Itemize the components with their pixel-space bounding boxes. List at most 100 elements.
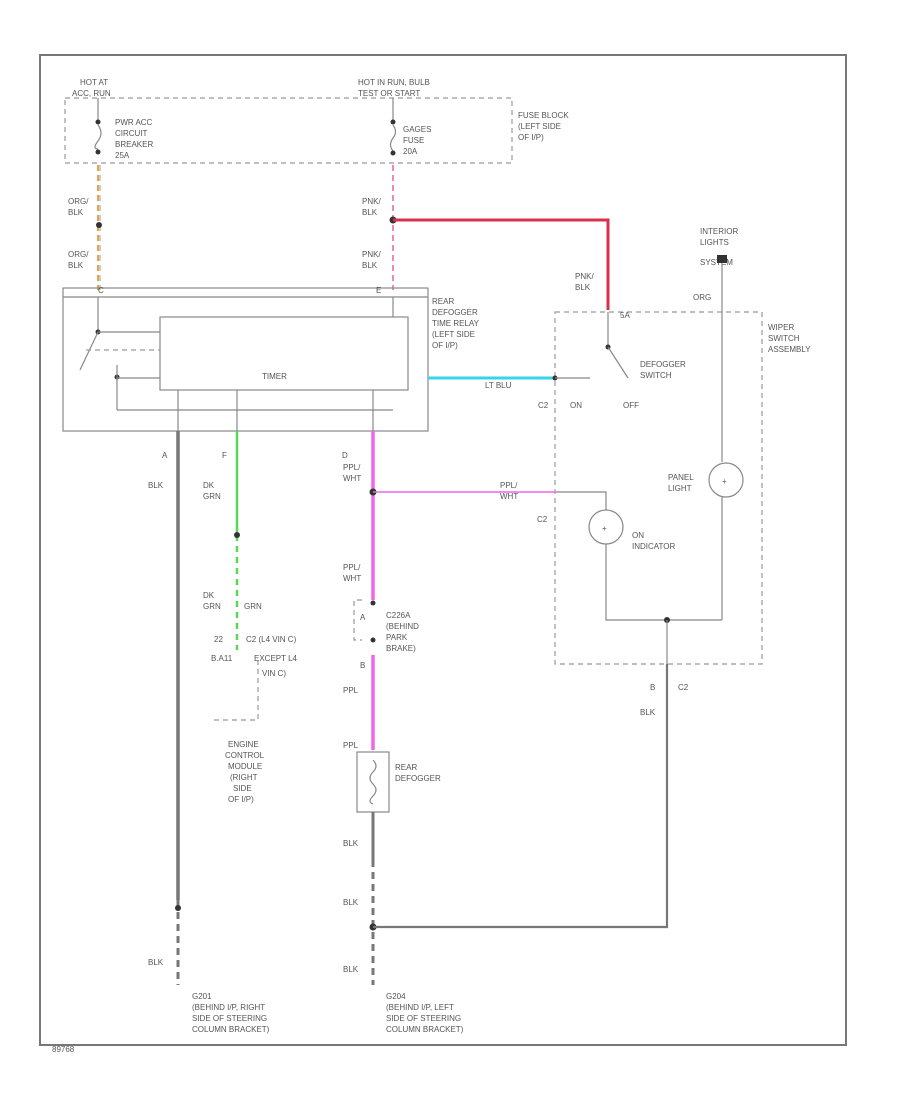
hot-in-run-label-2: TEST OR START [358,89,420,98]
dk-grn-2-bottom: GRN [203,602,221,611]
relay-label-3: TIME RELAY [432,319,480,328]
ecm-c2-2: EXCEPT L4 [254,654,298,663]
ecm-label-6: OF I/P) [228,795,254,804]
relay-label-5: OF I/P) [432,341,458,350]
cb-terminal-top [95,119,101,125]
relay-outline [62,287,429,432]
ecm-pin-a11: B.A11 [211,654,233,663]
hot-at-acc-label-2: ACC, RUN [72,89,111,98]
rear-defogger-element [369,759,377,805]
rear-defogger-2: DEFOGGER [395,774,441,783]
interior-lights-2: LIGHTS [700,238,729,247]
hot-in-run-label-1: HOT IN RUN, BULB [358,78,430,87]
on-indicator-glyph: + [602,524,607,533]
cb-label-3: BREAKER [115,140,153,149]
dk-grn-1-bottom: GRN [203,492,221,501]
diagram-frame [39,54,847,1046]
pnk-blk-2-bottom: BLK [362,261,378,270]
rear-defogger-box [356,751,390,813]
pnk-blk-3-bottom: BLK [575,283,591,292]
dk-grn-splice [234,532,240,538]
org-blk-1-bottom: BLK [68,208,84,217]
switch-off-label: OFF [623,401,639,410]
relay-pin-a: A [162,451,168,460]
org-blk-2-top: ORG/ [68,250,89,259]
g204-label-1: G204 [386,992,406,1001]
ppl-wht-1-bottom: WHT [343,474,361,483]
panel-light-icon [708,462,744,498]
connector-label-2: (BEHIND [386,622,419,631]
ppl-label-2: PPL [343,741,359,750]
pnk-blk-1-top: PNK/ [362,197,381,206]
cb-label-4: 25A [115,151,130,160]
c226a-outline [353,599,362,641]
ecm-label-1: ENGINE [228,740,259,749]
ecm-label-2: CONTROL [225,751,265,760]
ppl-wht-3-bottom: WHT [343,574,361,583]
fuse-terminal-top [390,119,396,125]
assembly-label-1: WIPER [768,323,794,332]
switch-on-label: ON [570,401,582,410]
g204-label-3: SIDE OF STEERING [386,1014,461,1023]
lt-blu-label: LT BLU [485,381,512,390]
blk-label-d: BLK [343,898,359,907]
indicator-feed [556,491,607,510]
footer-id: 89768 [52,1045,75,1054]
panel-light-glyph: + [722,477,727,486]
ecm-c2-1: C2 (L4 VIN C) [246,635,297,644]
fuse-block-label-2: (LEFT SIDE [518,122,561,131]
ecm-c2-3: VIN C) [262,669,286,678]
connector-pin-b: B [360,661,365,670]
ppl-wht-2-bottom: WHT [500,492,518,501]
assembly-label-3: ASSEMBLY [768,345,811,354]
connector-label-1: C226A [386,611,411,620]
blk-label-c: BLK [343,839,359,848]
panel-light-1: PANEL [668,473,694,482]
org-blk-splice [96,222,102,228]
relay-label-4: (LEFT SIDE [432,330,475,339]
blk-splice-a [175,905,181,911]
ecm-label-3: MODULE [228,762,262,771]
ecm-label-4: (RIGHT [230,773,258,782]
fuse-terminal-bottom [390,150,396,156]
pin-5a: 5A [620,311,630,320]
relay-pin-f: F [222,451,227,460]
timer-label: TIMER [262,372,287,381]
dk-grn-3: GRN [244,602,262,611]
switch-assembly-outline [554,311,763,665]
blk-wire-switch-ground [373,664,669,929]
pnk-blk-3-top: PNK/ [575,272,594,281]
relay-pin-top-right: E [376,286,381,295]
blk-label-h: BLK [640,708,656,717]
g204-label-2: (BEHIND I/P, LEFT [386,1003,454,1012]
cb-terminal-bottom [95,149,101,155]
circuit-breaker-symbol [94,124,102,150]
fuse-block-label-1: FUSE BLOCK [518,111,569,120]
ecm-label-5: SIDE [233,784,252,793]
dk-grn-2-top: DK [203,591,215,600]
g201-label-4: COLUMN BRACKET) [192,1025,270,1034]
blk-label-b: BLK [148,958,164,967]
on-indicator-1: ON [632,531,644,540]
assembly-label-2: SWITCH [768,334,800,343]
switch-pin-b: B [650,683,655,692]
connector-pin-a: A [360,613,366,622]
switch-arm [607,346,629,379]
timer-box [159,316,409,391]
org-blk-2-bottom: BLK [68,261,84,270]
connector-label-4: BRAKE) [386,644,416,653]
hot-at-acc-label-1: HOT AT [80,78,108,87]
interior-lights-1: INTERIOR [700,227,738,236]
indicator-return [605,544,722,621]
defogger-switch-1: DEFOGGER [640,360,686,369]
relay-contact-arm [79,331,99,371]
org-blk-1-top: ORG/ [68,197,89,206]
g204-label-4: COLUMN BRACKET) [386,1025,464,1034]
ppl-wht-2-top: PPL/ [500,481,518,490]
connector-label-3: PARK [386,633,408,642]
fuse-block-outline [64,97,513,164]
pnk-blk-1-bottom: BLK [362,208,378,217]
pnk-blk-2-top: PNK/ [362,250,381,259]
dk-grn-1-top: DK [203,481,215,490]
